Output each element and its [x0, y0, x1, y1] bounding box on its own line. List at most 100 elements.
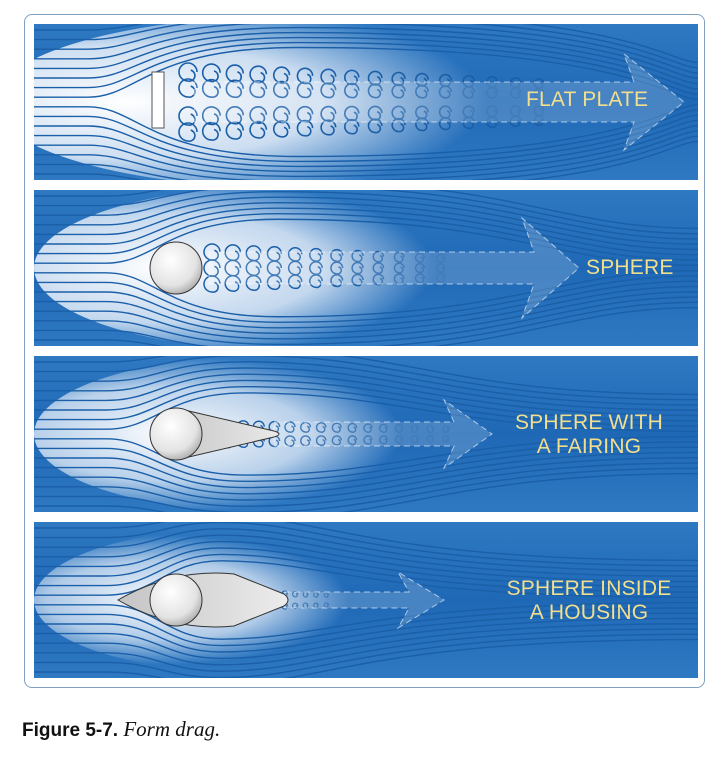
eddy: [287, 246, 303, 262]
eddy: [533, 87, 545, 99]
eddy: [344, 118, 360, 135]
figure-title: Form drag.: [123, 717, 221, 741]
streamline: [34, 472, 698, 512]
streamline: [34, 207, 698, 256]
streamline: [34, 46, 698, 101]
eddy: [379, 435, 389, 445]
wake-eddies: [203, 243, 446, 293]
eddy: [410, 435, 419, 444]
flat-plate-body: [151, 71, 165, 129]
streamline: [34, 553, 698, 593]
eddy: [351, 261, 364, 275]
streamline: [34, 633, 698, 678]
streamline: [34, 356, 698, 396]
eddy: [225, 79, 245, 99]
streamline: [34, 103, 698, 158]
eddy: [320, 105, 337, 123]
streamline: [34, 190, 698, 240]
streamline: [34, 522, 698, 567]
eddy: [331, 435, 342, 446]
eddy: [415, 117, 429, 132]
streamline: [34, 356, 698, 401]
panel-sphere: SPHERE: [34, 190, 698, 346]
streamline: [34, 26, 698, 79]
eddy: [201, 63, 221, 83]
fairing-body: [175, 407, 280, 461]
eddy: [438, 73, 453, 88]
eddy: [315, 422, 327, 433]
wake-arrow: [193, 52, 685, 152]
eddy: [436, 272, 446, 283]
eddy: [313, 591, 319, 598]
streamline: [34, 392, 698, 433]
eddy: [225, 121, 245, 140]
streamline: [34, 457, 698, 501]
eddy: [309, 261, 323, 276]
streamline: [34, 367, 698, 411]
eddy: [344, 105, 360, 122]
eddy: [394, 424, 404, 433]
streamline: [34, 109, 698, 163]
eddy: [438, 85, 453, 99]
streamlines: [34, 356, 698, 512]
streamline: [34, 547, 698, 588]
eddy: [462, 85, 476, 99]
eddy: [393, 262, 405, 274]
streamline: [34, 522, 698, 562]
eddy: [367, 70, 383, 86]
eddy: [462, 105, 476, 119]
eddy: [323, 602, 330, 608]
panel-sphere-fairing: SPHERE WITH A FAIRING: [34, 356, 698, 512]
eddy: [284, 435, 296, 447]
streamline: [34, 36, 698, 90]
streamline: [34, 560, 698, 599]
eddy: [224, 275, 242, 292]
eddy: [426, 435, 435, 444]
eddy: [509, 87, 522, 99]
eddy: [287, 274, 303, 290]
streamline: [34, 612, 698, 653]
eddy: [331, 422, 342, 433]
streamline: [34, 462, 698, 507]
figure-number: Figure 5-7.: [22, 720, 119, 741]
eddy: [379, 423, 389, 433]
eddy: [300, 435, 312, 447]
eddy: [462, 74, 476, 88]
eddy: [391, 105, 406, 121]
panel-label: SPHERE: [586, 256, 674, 279]
eddy: [415, 105, 429, 120]
eddy: [438, 116, 453, 131]
flat-plate-flow: [34, 24, 698, 180]
eddy: [178, 78, 198, 98]
sphere-body: [149, 407, 203, 461]
streamline: [34, 301, 698, 346]
streamline: [34, 130, 698, 180]
eddy: [391, 117, 406, 133]
streamline: [34, 285, 698, 334]
eddy: [438, 105, 453, 119]
eddy: [394, 435, 404, 444]
eddy: [320, 82, 337, 99]
streamline: [34, 435, 698, 476]
panel-label: SPHERE WITH A FAIRING: [514, 411, 664, 458]
panel-label: SPHERE INSIDE A HOUSING: [506, 577, 672, 624]
eddy: [245, 274, 262, 291]
eddy: [320, 68, 337, 85]
eddy: [533, 78, 545, 90]
eddy: [320, 119, 337, 136]
eddy: [309, 247, 323, 262]
eddy: [203, 243, 221, 261]
streamline: [34, 196, 698, 245]
eddy: [391, 71, 406, 87]
streamline: [34, 135, 698, 180]
eddy: [372, 273, 385, 286]
eddy: [224, 259, 242, 277]
eddy: [509, 115, 522, 128]
eddy: [203, 275, 221, 293]
streamline: [34, 190, 698, 230]
streamline: [34, 306, 698, 346]
eddy: [442, 425, 450, 433]
eddy: [486, 75, 499, 89]
eddy: [414, 252, 426, 263]
panel-label: FLAT PLATE: [526, 88, 649, 111]
